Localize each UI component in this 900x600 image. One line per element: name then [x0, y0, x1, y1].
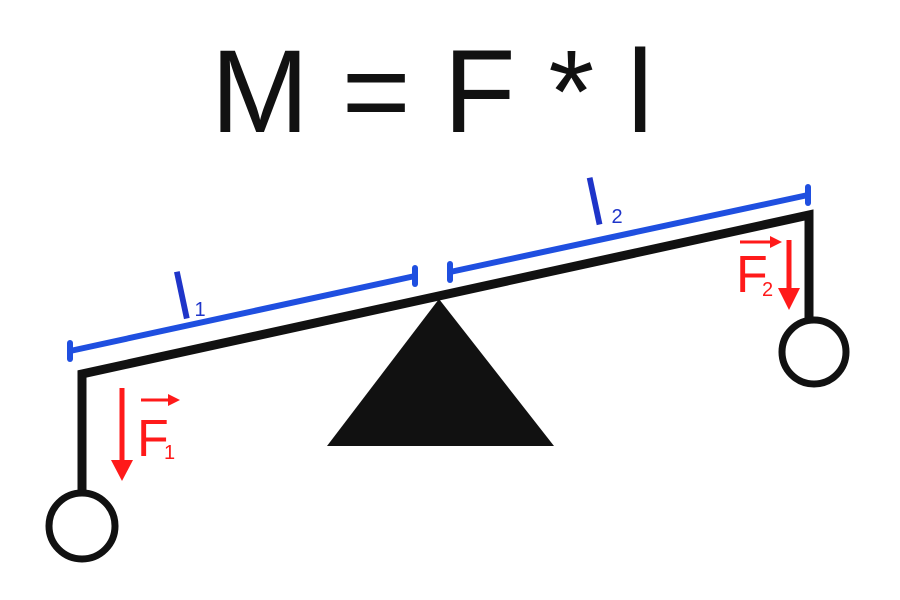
- right-weight-circle: [778, 316, 850, 388]
- label-l2-subscript: 2: [611, 206, 622, 228]
- formula-title: M = F * l: [211, 26, 654, 158]
- force-f1-letter: F: [137, 410, 169, 468]
- force-f1: F 1: [111, 388, 180, 481]
- force-f1-vector-arrow: [141, 394, 180, 406]
- label-l1-subscript: 1: [194, 299, 205, 321]
- lever-arm-l2: [447, 184, 811, 283]
- lever-arm-l1: [67, 265, 418, 362]
- force-f1-subscript: 1: [164, 442, 175, 464]
- force-f2-letter: F: [736, 246, 768, 304]
- left-weight-circle: [45, 489, 119, 563]
- label-l2: l 2: [580, 164, 623, 239]
- force-f2: F 2: [736, 236, 800, 310]
- label-l2-letter: l: [580, 164, 610, 239]
- lever-beam: [77, 209, 814, 512]
- fulcrum-triangle: [327, 299, 554, 446]
- force-f2-vector-arrow: [740, 236, 782, 248]
- force-f2-arrow: [778, 240, 800, 310]
- label-l1-letter: l: [167, 258, 197, 333]
- force-f2-subscript: 2: [762, 279, 773, 301]
- force-f1-arrow: [111, 388, 133, 481]
